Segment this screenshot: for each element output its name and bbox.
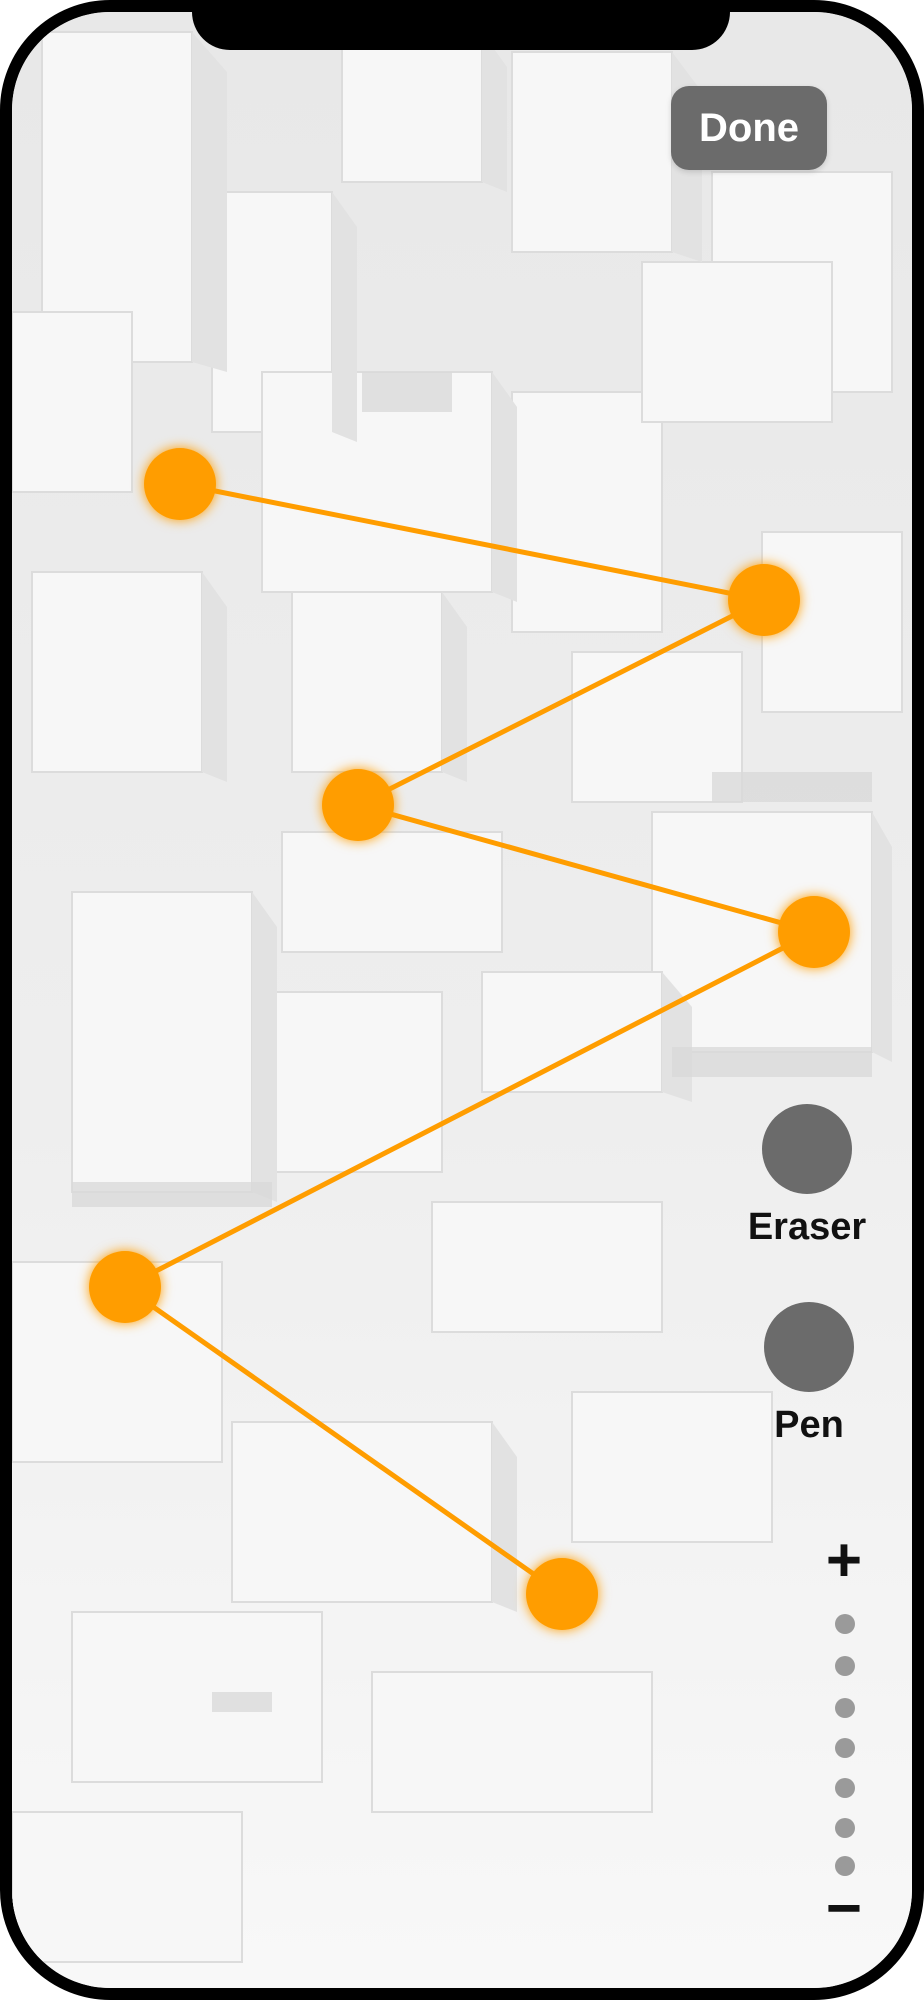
route-point-1[interactable] [144, 448, 216, 520]
zoom-in-button[interactable]: + [825, 1526, 863, 1595]
pen-label: Pen [774, 1404, 844, 1446]
route-line [122, 481, 817, 1597]
zoom-step[interactable] [835, 1656, 855, 1676]
buildings [12, 31, 903, 1963]
route-point-6[interactable] [526, 1558, 598, 1630]
route-point-4[interactable] [778, 896, 850, 968]
zoom-out-button[interactable]: − [825, 1874, 863, 1943]
city-map[interactable] [12, 12, 912, 1988]
route-point-5[interactable] [89, 1251, 161, 1323]
pen-button[interactable] [764, 1302, 854, 1392]
eraser-label: Eraser [747, 1206, 867, 1248]
eraser-button[interactable] [762, 1104, 852, 1194]
zoom-step[interactable] [835, 1698, 855, 1718]
route-point-3[interactable] [322, 769, 394, 841]
route[interactable] [89, 448, 850, 1630]
zoom-step[interactable] [835, 1778, 855, 1798]
route-point-2[interactable] [728, 564, 800, 636]
eraser-tool[interactable]: Eraser [742, 1104, 872, 1249]
zoom-step[interactable] [835, 1818, 855, 1838]
zoom-control[interactable]: + − [800, 1526, 888, 1940]
zoom-step[interactable] [835, 1856, 855, 1876]
pen-tool[interactable]: Pen [744, 1302, 874, 1447]
zoom-step[interactable] [835, 1614, 855, 1634]
done-button[interactable]: Done [671, 86, 827, 170]
device-notch [192, 0, 730, 50]
zoom-step[interactable] [835, 1738, 855, 1758]
